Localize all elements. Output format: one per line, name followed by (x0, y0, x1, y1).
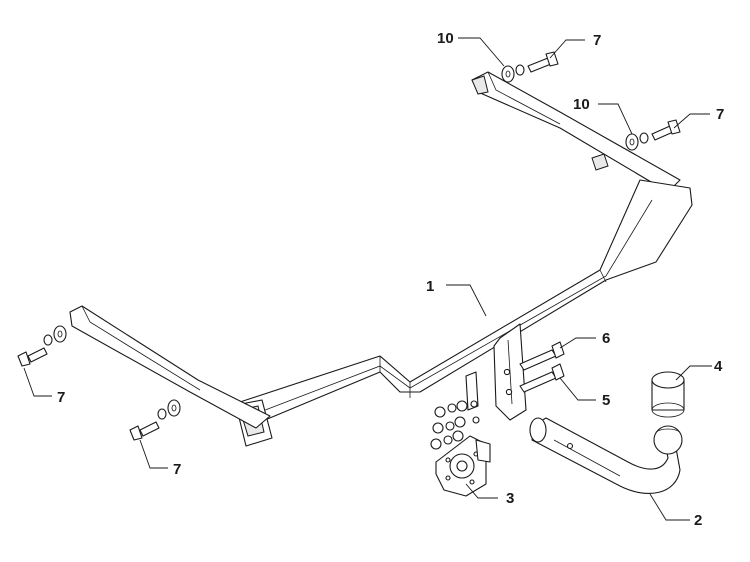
bolt-left-upper (17, 325, 67, 367)
socket-plate (435, 435, 491, 497)
ball-cover (651, 371, 685, 418)
bolt-mid-right (625, 119, 681, 151)
callout-1: 1 (426, 278, 434, 295)
towball-neck (529, 417, 683, 494)
bolt-upper-right (501, 51, 559, 83)
callout-7-top: 7 (593, 32, 601, 49)
towbar-crossbar (69, 71, 693, 447)
callout-7-left: 7 (57, 389, 65, 406)
bolt-left-lower (129, 399, 181, 441)
callout-6: 6 (602, 330, 610, 347)
callout-7-mid: 7 (716, 106, 724, 123)
callout-labels: 1 10 7 10 7 6 5 4 2 3 7 7 (57, 30, 724, 529)
leader-lines (23, 37, 712, 521)
callout-10-top: 10 (437, 30, 454, 47)
ball-bolts (519, 341, 565, 393)
callout-2: 2 (694, 512, 702, 529)
callout-10-mid: 10 (573, 96, 590, 113)
plate-fasteners (430, 400, 480, 450)
callout-4: 4 (714, 358, 723, 375)
callout-3: 3 (506, 490, 514, 507)
callout-5: 5 (602, 392, 610, 409)
callout-7-bottom: 7 (173, 461, 181, 478)
